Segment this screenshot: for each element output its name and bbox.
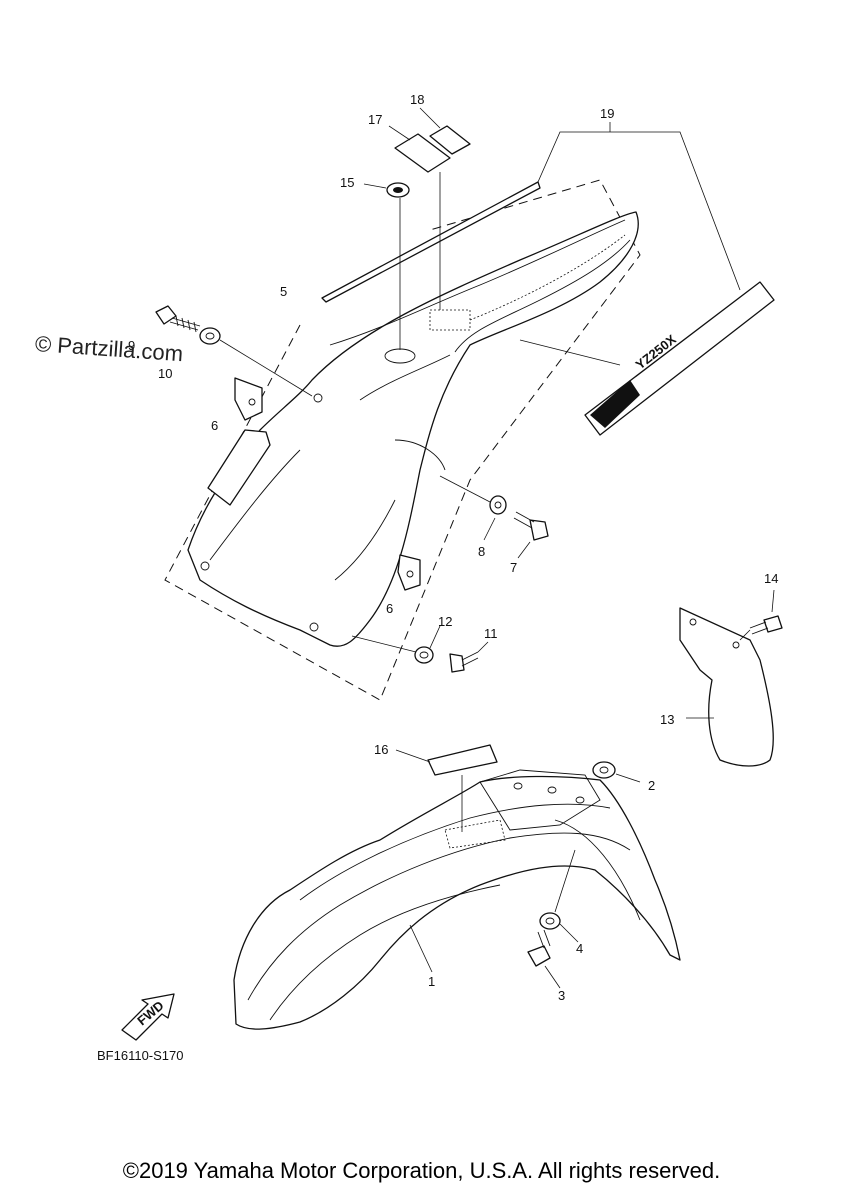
side-graphic-decal: YZ250X xyxy=(584,281,775,436)
rear-fender xyxy=(187,211,639,647)
callout-19-bracket xyxy=(537,131,741,291)
callout-3: 3 xyxy=(558,988,565,1003)
washer-10 xyxy=(199,327,221,345)
forward-direction-arrow-icon: FWD xyxy=(121,993,175,1041)
callout-4: 4 xyxy=(576,941,583,956)
callout-11: 11 xyxy=(484,626,498,641)
callout-12: 12 xyxy=(438,614,452,629)
callout-14: 14 xyxy=(764,571,778,586)
copyright-notice: ©2019 Yamaha Motor Corporation, U.S.A. A… xyxy=(122,1158,721,1183)
callout-6-lower: 6 xyxy=(386,601,393,616)
callout-7: 7 xyxy=(510,560,517,575)
bolt-9 xyxy=(155,305,201,333)
grommet-2 xyxy=(592,761,616,779)
callout-6-upper: 6 xyxy=(211,418,218,433)
callout-17: 17 xyxy=(368,112,382,127)
label-decal-17 xyxy=(394,133,451,173)
washer-4 xyxy=(539,912,561,930)
rear-fender-stripe-decal xyxy=(321,181,541,303)
callout-5: 5 xyxy=(280,284,287,299)
callout-9: 9 xyxy=(128,338,135,353)
grommet-15 xyxy=(386,182,410,198)
front-fender xyxy=(233,769,681,1030)
callout-8: 8 xyxy=(478,544,485,559)
callout-19: 19 xyxy=(600,106,614,121)
rear-fender-side-flap xyxy=(207,429,271,506)
bolt-7 xyxy=(513,511,549,541)
label-decal-16 xyxy=(427,744,498,776)
bolt-3 xyxy=(527,929,551,967)
label-decal-18 xyxy=(429,125,471,155)
callout-2: 2 xyxy=(648,778,655,793)
callout-18: 18 xyxy=(410,92,424,107)
diagram-code: BF16110-S170 xyxy=(97,1048,184,1063)
washer-8 xyxy=(489,495,507,515)
callout-15: 15 xyxy=(340,175,354,190)
rear-fender-assembly-boundary xyxy=(164,179,641,701)
collar-12 xyxy=(414,646,434,664)
callout-13: 13 xyxy=(660,712,674,727)
callout-1: 1 xyxy=(428,974,435,989)
callout-10: 10 xyxy=(158,366,172,381)
clip-nut-lower xyxy=(397,554,421,591)
rear-flap-13 xyxy=(679,607,774,767)
clip-nut-upper xyxy=(234,377,263,421)
callout-16: 16 xyxy=(374,742,388,757)
bolt-14 xyxy=(749,615,783,635)
bolt-11 xyxy=(449,651,479,673)
